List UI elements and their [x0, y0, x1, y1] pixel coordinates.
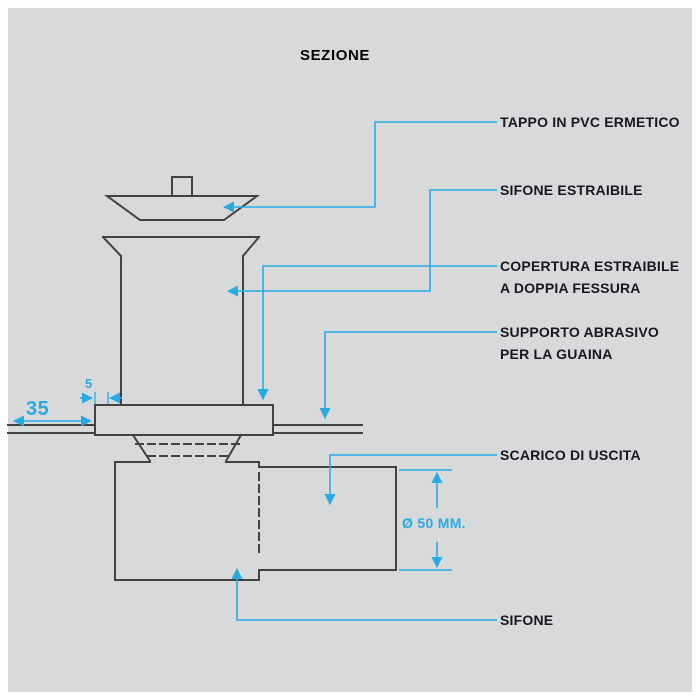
tank-shape [114, 461, 260, 581]
body-shape [101, 235, 261, 406]
cap-shape [103, 176, 261, 221]
flange-shape [7, 404, 363, 436]
leader-line-supporto [319, 331, 497, 420]
leader-line-sifone-estraibile [226, 189, 497, 297]
dimension-35-label: 35 [26, 398, 50, 420]
dimension-diameter-arrows [399, 469, 452, 571]
callout-label-supporto: SUPPORTO ABRASIVO PER LA GUAINA [500, 324, 659, 362]
leader-line-sifone [231, 567, 497, 621]
dimension-5-arrows [80, 392, 122, 404]
callout-label-sifone: SIFONE [500, 612, 554, 628]
diagram-title: SEZIONE [299, 47, 371, 64]
callout-label-sifone-estraibile: SIFONE ESTRAIBILE [500, 182, 643, 198]
callout-label-tappo: TAPPO IN PVC ERMETICO [500, 114, 680, 130]
funnel-shape [131, 433, 243, 463]
leader-line-tappo [222, 121, 497, 213]
outlet-pipe-shape [258, 466, 397, 571]
dimension-diameter-label: Ø 50 MM. [402, 515, 466, 531]
callout-label-copertura: COPERTURA ESTRAIBILE A DOPPIA FESSURA [500, 258, 680, 296]
leader-line-scarico [324, 454, 497, 506]
dimension-5-label: 5 [85, 376, 93, 391]
leader-line-copertura [257, 265, 497, 401]
callout-label-scarico: SCARICO DI USCITA [500, 447, 641, 463]
